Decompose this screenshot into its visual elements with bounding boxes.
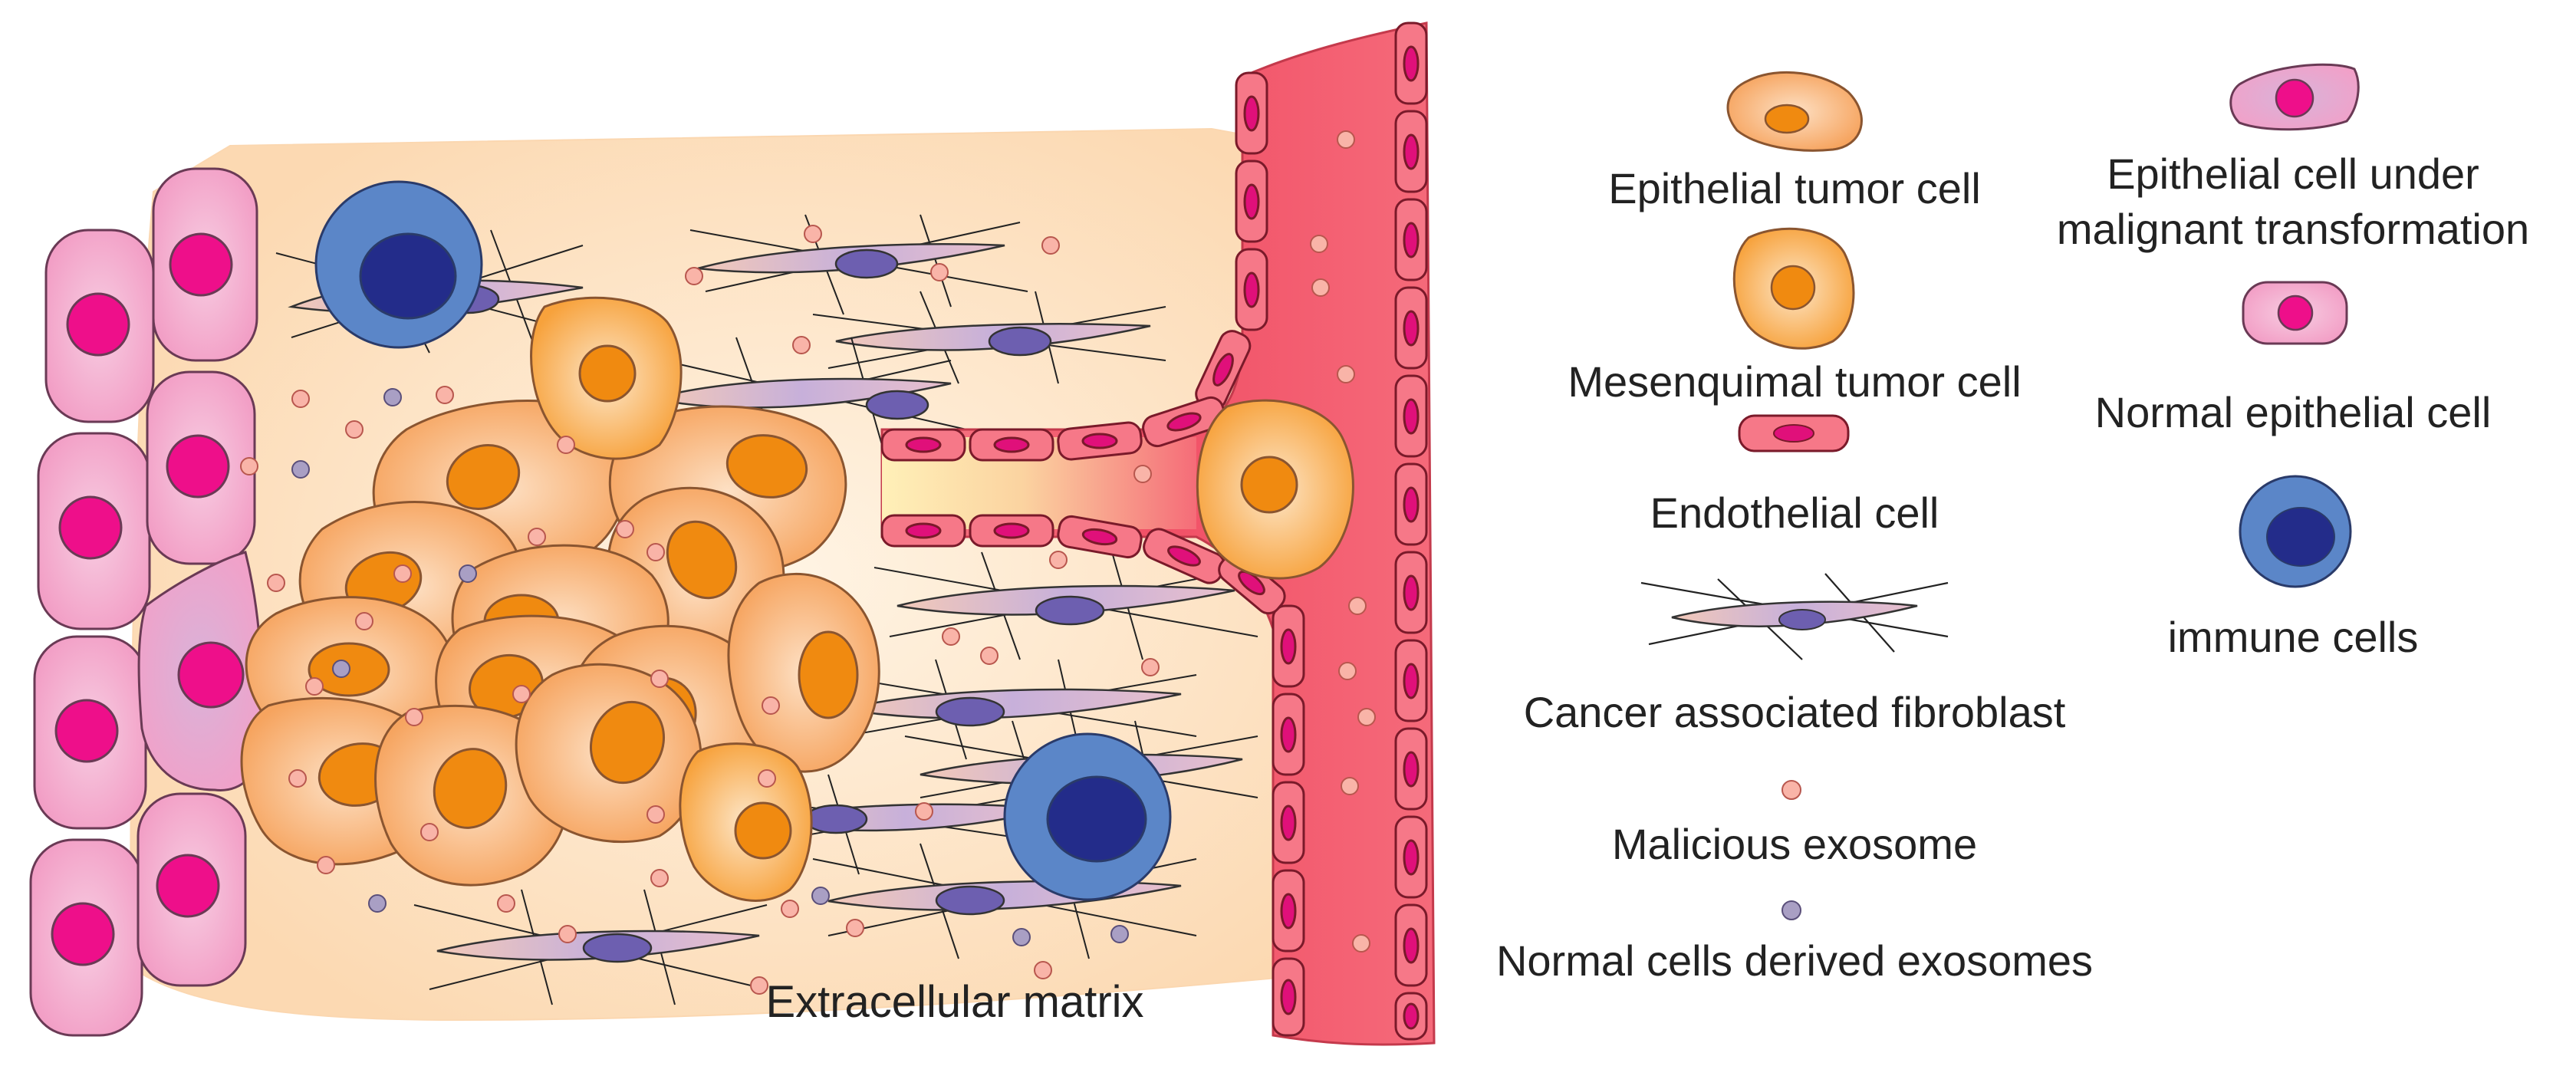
malicious-exosomes — [240, 130, 1376, 995]
normal-epithelial-cell — [33, 635, 147, 830]
mesenchymal-tumor-cell — [1196, 399, 1354, 580]
malicious-exosome-icon — [1781, 780, 1801, 800]
epithelial-tumor-cell — [727, 572, 880, 773]
endothelial-cell-branch — [880, 396, 1286, 615]
endothelial-cell-column-left — [1195, 71, 1305, 1037]
mesenchymal-tumor-cell — [679, 742, 813, 902]
cancer-associated-fibroblast — [413, 889, 768, 1005]
normal-epithelial-cell — [29, 838, 143, 1037]
cancer-associated-fibroblast — [689, 214, 1028, 315]
normal-exosome-icon — [1781, 900, 1801, 920]
legend-label-normal-cells-derived-exosomes: Normal cells derived exosomes — [1496, 936, 2093, 985]
legend-label-mesenquimal-tumor-cell: Mesenquimal tumor cell — [1568, 357, 2021, 406]
normal-epithelial-cell — [152, 167, 258, 362]
legend-item-normal-cells-derived-exosomes: Normal cells derived exosomes — [1496, 900, 2093, 985]
mesenchymal-tumor-cell — [530, 296, 683, 460]
legend-item-normal-epithelial-cell: Normal epithelial cell — [2095, 281, 2492, 436]
legend-item-epithelial-tumor-cell: Epithelial tumor cell — [1608, 71, 1981, 212]
normal-epithelial-cell — [137, 792, 247, 987]
legend-label-epithelial-under-transformation-1: Epithelial cell under — [2107, 150, 2479, 198]
epithelial-tumor-cell — [515, 663, 702, 844]
normal-epithelial-cell — [146, 370, 256, 565]
immune-cell — [314, 180, 483, 349]
legend-label-epithelial-tumor-cell: Epithelial tumor cell — [1608, 164, 1981, 212]
legend-item-epithelial-under-transformation: Epithelial cell under malignant transfor… — [2057, 63, 2529, 253]
legend-label-normal-epithelial-cell: Normal epithelial cell — [2095, 388, 2492, 436]
cancer-associated-fibroblast — [827, 659, 1197, 760]
legend-label-immune-cells: immune cells — [2168, 613, 2419, 661]
legend-item-mesenquimal-tumor-cell: Mesenquimal tumor cell — [1568, 227, 2022, 406]
legend-item-cancer-associated-fibroblast: Cancer associated fibroblast — [1524, 573, 2066, 736]
fibroblast-icon — [1640, 573, 1949, 660]
cancer-associated-fibroblast — [812, 291, 1166, 384]
endothelial-cell-column-right — [1394, 21, 1428, 1041]
normal-epithelial-layer — [29, 167, 263, 1037]
legend-label-cancer-associated-fibroblast: Cancer associated fibroblast — [1524, 688, 2066, 736]
legend-label-epithelial-under-transformation-2: malignant transformation — [2057, 205, 2529, 253]
normal-epithelial-cell — [37, 432, 151, 630]
immune-cell — [1003, 732, 1172, 901]
legend-label-malicious-exosome: Malicious exosome — [1612, 820, 1977, 868]
extracellular-matrix-label: Extracellular matrix — [765, 977, 1143, 1027]
legend-label-endothelial-cell: Endothelial cell — [1650, 489, 1939, 537]
fibroblast-group — [275, 214, 1258, 1005]
normal-cell-exosomes — [291, 388, 1129, 946]
normal-epithelial-cell — [44, 229, 155, 423]
cancer-associated-fibroblast — [873, 551, 1258, 660]
legend-item-immune-cells: immune cells — [2168, 475, 2419, 661]
legend-item-endothelial-cell: Endothelial cell — [1650, 414, 1939, 537]
legend-item-malicious-exosome: Malicious exosome — [1612, 780, 1977, 868]
legend: Epithelial tumor cell Mesenquimal tumor … — [1496, 63, 2529, 985]
